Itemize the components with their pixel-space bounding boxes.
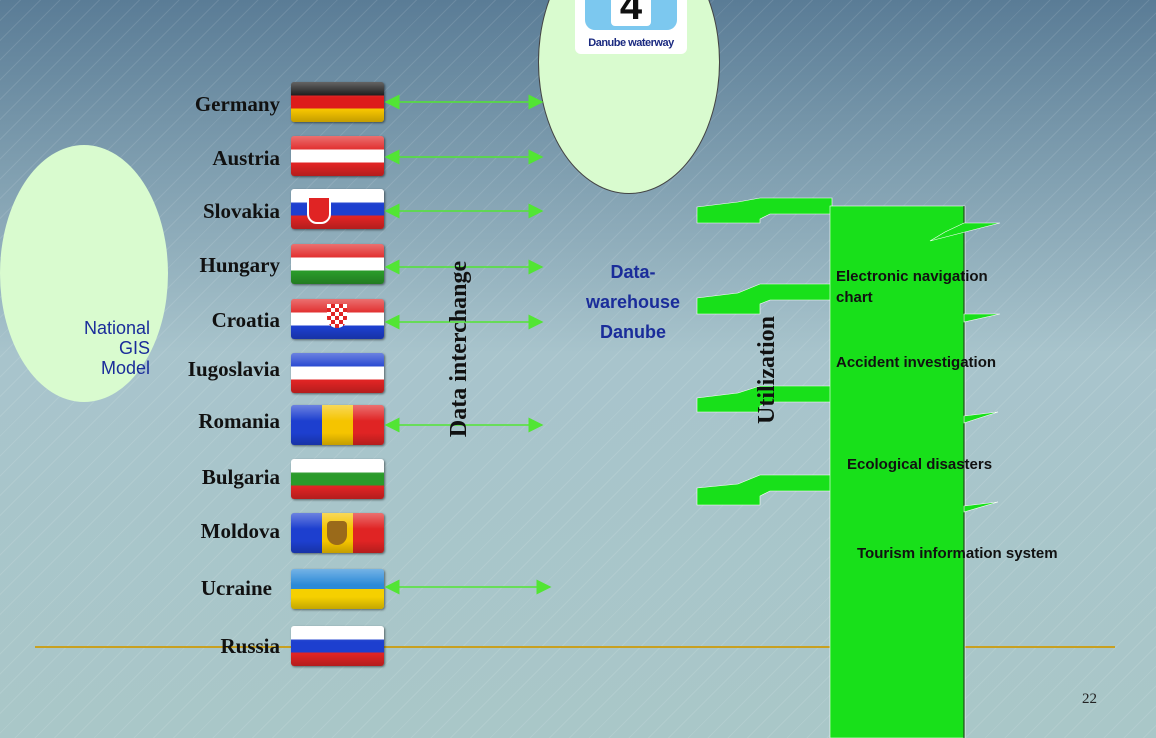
warehouse-line1: Data- — [610, 262, 656, 282]
flag-austria — [291, 136, 384, 176]
data-interchange-label: Data interchange — [446, 260, 472, 438]
country-label-iugoslavia: Iugoslavia — [187, 357, 280, 381]
flag-iugoslavia — [291, 353, 384, 393]
flag-bulgaria — [291, 459, 384, 499]
country-label-russia: Russia — [220, 634, 280, 658]
utilization-item-navigation-chart: Electronic navigation chart — [836, 266, 988, 308]
flag-slovakia — [291, 189, 384, 229]
utilization-arrow-shape-1 — [696, 197, 833, 224]
utilization-item-tourism-information: Tourism information system — [857, 545, 1058, 562]
utilization-item-1-line2: chart — [836, 289, 873, 306]
utilization-arrow-shape-4 — [696, 474, 833, 506]
danube-waterway-badge: 4 Danube waterway — [575, 0, 687, 54]
flag-moldova — [291, 513, 384, 553]
utilization-spike-3 — [963, 411, 999, 424]
national-gis-ellipse — [0, 145, 168, 402]
flag-croatia — [291, 299, 384, 339]
utilization-item-ecological-disasters: Ecological disasters — [847, 456, 993, 473]
badge-number: 4 — [611, 0, 651, 26]
national-line3: Model — [100, 358, 150, 378]
country-label-moldova: Moldova — [200, 519, 280, 543]
flag-russia — [291, 626, 384, 666]
country-label-croatia: Croatia — [211, 308, 280, 332]
horizontal-rule — [35, 646, 1115, 648]
country-label-ucraine: Ucraine — [200, 576, 272, 600]
utilization-item-accident-investigation: Accident investigation — [836, 354, 997, 371]
page-number: 22 — [1082, 691, 1097, 707]
national-gis-label: National GIS Model — [40, 318, 150, 378]
country-label-hungary: Hungary — [199, 253, 280, 277]
utilization-arrow-shape-2 — [696, 283, 833, 315]
national-line1: National — [83, 318, 150, 338]
utilization-arrow-shape-3 — [696, 385, 833, 413]
warehouse-line3: Danube — [599, 322, 666, 342]
utilization-bar — [829, 205, 966, 738]
utilization-label: Utilization — [754, 316, 780, 424]
croatia-coat-of-arms-icon — [327, 304, 347, 328]
moldova-coat-of-arms-icon — [327, 521, 347, 545]
slovakia-coat-of-arms-icon — [307, 196, 331, 224]
country-label-austria: Austria — [212, 146, 280, 170]
utilization-spike-1 — [929, 222, 1001, 242]
country-label-bulgaria: Bulgaria — [201, 465, 280, 489]
utilization-spike-2 — [963, 313, 1001, 323]
flag-ucraine — [291, 569, 384, 609]
country-label-romania: Romania — [198, 409, 280, 433]
utilization-item-1-line1: Electronic navigation — [836, 268, 988, 285]
warehouse-line2: warehouse — [585, 292, 681, 312]
country-label-germany: Germany — [194, 92, 280, 116]
badge-caption: Danube waterway — [588, 37, 674, 49]
flag-romania — [291, 405, 384, 445]
flag-hungary — [291, 244, 384, 284]
utilization-spike-4 — [963, 501, 999, 513]
data-warehouse-label: Data- warehouse Danube — [563, 257, 703, 347]
country-label-slovakia: Slovakia — [202, 199, 280, 223]
flag-germany — [291, 82, 384, 122]
national-line2: GIS — [118, 338, 150, 358]
